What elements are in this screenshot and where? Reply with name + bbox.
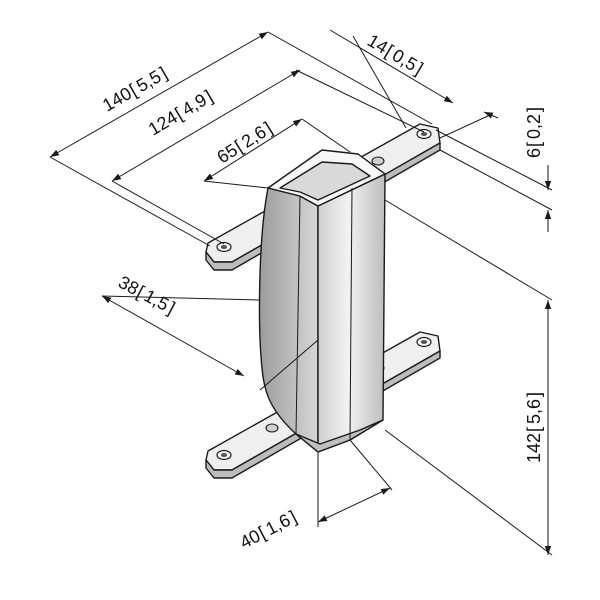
bolt-hole-icon: [216, 241, 232, 253]
bracket-close-glyph: ]: [524, 107, 544, 112]
bracket-open-glyph: [: [524, 427, 544, 432]
bracket-part: [205, 123, 441, 479]
vertical-column: [258, 149, 386, 453]
dim-label-arm-thickness: 6 [ 0,2 ]: [524, 107, 544, 158]
dim-label-base-depth: 40 [ 1,6 ]: [237, 507, 300, 553]
dim-inch-arm-thickness: 0,2: [524, 114, 544, 139]
arm-width-dim-line-2: [483, 111, 499, 119]
bolt-hole-icon: [265, 423, 279, 433]
dim-label-hole-spacing: 124 [ 4,9 ]: [145, 86, 216, 139]
bolt-hole-icon: [216, 449, 232, 461]
arm-width-dim-line: [329, 29, 454, 104]
dim-mm-overall-height: 142: [524, 433, 544, 463]
dim-label-overall-height: 142 [ 5,6 ]: [524, 392, 544, 463]
base-depth-dim-line: [317, 487, 391, 523]
dim-label-column-depth: 38 [ 1,5 ]: [115, 272, 178, 318]
dim-label-overall-width: 140 [ 5,5 ]: [99, 63, 171, 116]
bracket-open-glyph: [: [524, 142, 544, 147]
column-width-dim-line: [203, 118, 303, 182]
bracket-close-glyph: ]: [524, 392, 544, 397]
bolt-hole-icon: [416, 336, 432, 348]
dim-inch-overall-height: 5,6: [524, 399, 544, 424]
dim-label-column-width: 65 [ 2,6 ]: [213, 118, 275, 168]
bolt-hole-icon: [371, 156, 385, 166]
dimension-lines: [49, 29, 552, 555]
dim-mm-arm-thickness: 6: [524, 148, 544, 158]
column-depth-dim-line: [101, 295, 245, 377]
bolt-hole-icon: [416, 128, 432, 140]
